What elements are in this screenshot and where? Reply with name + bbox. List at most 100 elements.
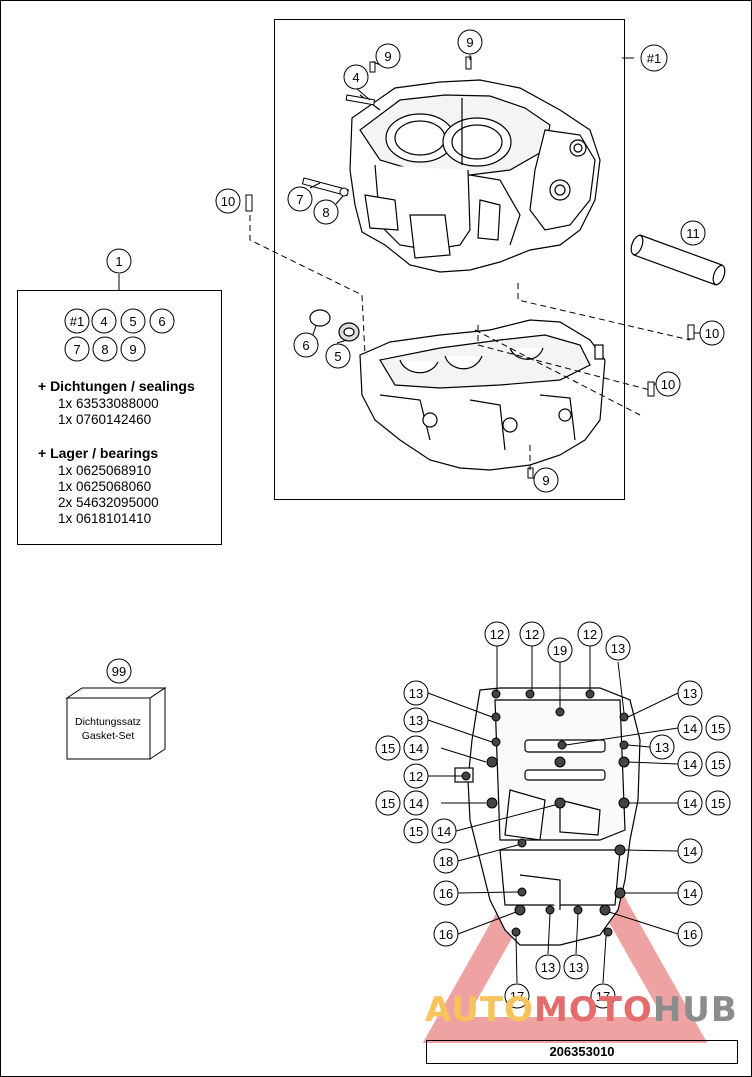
callout-label: 16 [439,886,453,901]
callout-label: 9 [466,35,473,50]
callout-circle [535,954,561,980]
assembly-callout: #1 [640,44,668,72]
callout-label: 14 [683,886,697,901]
callout-circle [403,763,429,789]
assembly-box [274,19,625,500]
callout-circle [433,848,459,874]
kit-part-label: 8 [101,342,108,357]
callout-circle [705,790,731,816]
kit-number: 1 [115,254,122,269]
watermark-part: MOTO [533,990,653,1030]
callout-label: 14 [683,757,697,772]
assembly-callout-label: #1 [647,51,661,66]
gasket-set-label-de: Dichtungssatz [75,716,141,728]
gasket-set-number: 99 [112,664,126,679]
callout-circle [375,735,401,761]
kit-part-circle [64,308,90,334]
callout-label: 14 [409,741,423,756]
bearing-item: 1x 0625068910 [58,463,152,478]
callout-circle [649,734,675,760]
watermark-logo: AUTOMOTOHUB [425,990,738,1030]
callout-label: 14 [409,796,423,811]
callout-circle [403,680,429,706]
callout-circle [605,635,631,661]
callout-label: 11 [686,226,700,241]
callout-label: 14 [683,796,697,811]
callout-label: 18 [439,854,453,869]
callout-label: 7 [296,192,303,207]
kit-contents-box [17,290,222,545]
callout-circle [677,880,703,906]
crankcase-bottom-view [454,687,641,946]
callout-circle [293,332,319,358]
callout-circle [677,680,703,706]
kit-part-circle [91,308,117,334]
callout-circle [677,921,703,947]
callout-label: 10 [661,377,675,392]
callout-label: 5 [334,349,341,364]
kit-part-label: #1 [70,314,84,329]
callout-circle [433,921,459,947]
kit-part-circle [64,336,90,362]
callout-circle [313,199,339,225]
callout-circle [375,43,401,69]
lower-crankcase [359,319,606,471]
callout-label: 15 [409,824,423,839]
callout-label: 14 [437,824,451,839]
callout-circle [705,751,731,777]
bearings-heading: + Lager / bearings [38,445,159,461]
callout-label: 19 [553,643,567,658]
callout-label: 13 [611,641,625,656]
bearing-item: 1x 0625068060 [58,479,152,494]
callout-circle [705,715,731,741]
watermark-part: AUTO [425,990,534,1030]
callout-label: 14 [683,844,697,859]
callout-circle [375,790,401,816]
leader-lines [309,55,701,984]
upper-crankcase [349,79,601,273]
callout-circle [484,621,510,647]
gasket-set-label-en: Gasket-Set [82,730,135,742]
callout-circle [655,371,681,397]
kit-part-circle [92,336,118,362]
bearing-item: 2x 54632095000 [58,495,159,510]
callout-circle [215,188,241,214]
callout-circle [343,64,369,90]
callout-circle [699,320,725,346]
callout-label: 9 [384,49,391,64]
callout-label: 15 [381,741,395,756]
kit-part-label: 6 [158,314,165,329]
callout-label: 12 [490,627,504,642]
callout-circle [547,637,573,663]
callout-circle [519,621,545,647]
callout-circle [403,735,429,761]
upper-bolts [301,56,472,197]
callout-circle [563,954,589,980]
callout-circle [325,343,351,369]
callout-circle [403,818,429,844]
dowel-tube [630,234,726,286]
gasket-set-callout: 99 [106,658,132,684]
bearing-item: 1x 0618101410 [58,511,152,526]
callout-circle [577,621,603,647]
callout-circle [590,983,616,1009]
callout-label: 9 [542,473,549,488]
sealings-heading: + Dichtungen / sealings [38,378,195,394]
callout-label: 12 [583,627,597,642]
callout-label: 16 [683,927,697,942]
callout-label: 17 [596,989,610,1004]
alignment-lines [249,215,691,470]
gasket-set-box-drawing [65,687,167,760]
kit-part-label: 5 [129,314,136,329]
callout-circle [403,790,429,816]
kit-number-callout: 1 [106,248,132,290]
callout-label: 15 [711,757,725,772]
kit-part-label: 7 [73,342,80,357]
callout-label: 13 [683,686,697,701]
callout-label: 4 [352,70,359,85]
kit-part-circle [120,308,146,334]
callout-circle [287,186,313,212]
callout-label: 8 [322,205,329,220]
